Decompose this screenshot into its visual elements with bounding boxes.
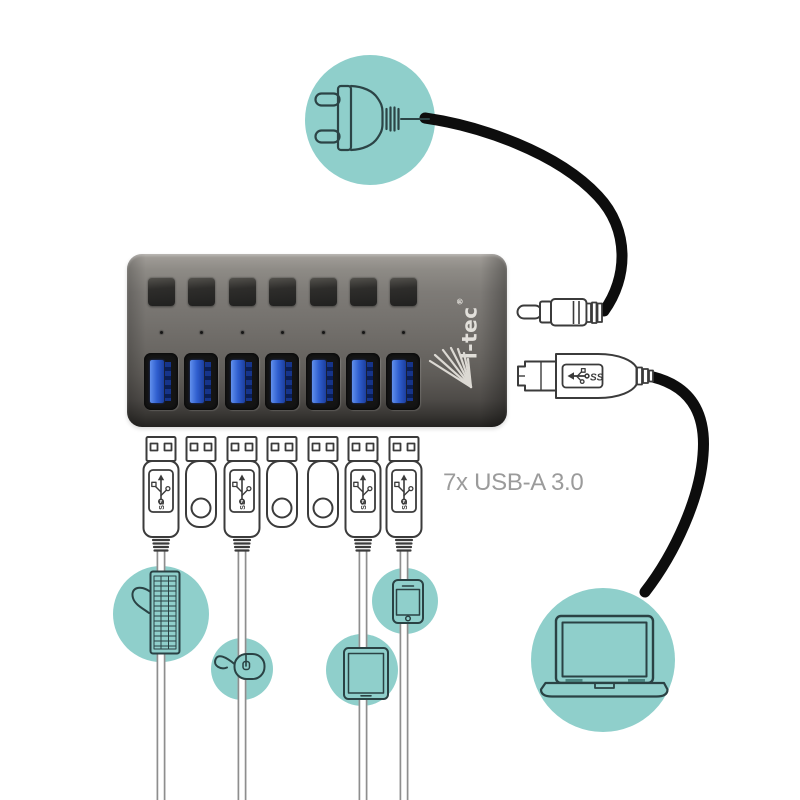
tablet-icon [343,647,389,700]
hub-port-column-3 [225,254,259,427]
laptop-usb-cable [639,371,709,598]
hub-port-column-7 [386,254,420,427]
usb-a-port-7 [386,353,420,410]
usb-port-tongue [271,360,285,403]
usb-port-tongue [150,360,164,403]
usb-a-plug-4 [385,435,423,552]
superspeed-usb-icon: SS [567,367,604,385]
hub-port-column-2 [184,254,218,427]
usb-port-tongue [312,360,326,403]
power-button-5 [309,277,337,306]
power-cable [419,112,628,317]
flash-drive-1 [185,436,217,528]
usb-port-pins [286,362,292,401]
usb-a-port-4 [265,353,299,410]
usb-port-pins [407,362,413,401]
dc-power-connector [516,298,603,327]
flash-drive-2 [266,436,298,528]
power-button-7 [389,277,417,306]
led-indicator-4 [280,331,284,334]
mouse-icon [214,653,266,680]
led-indicator-5 [321,331,325,334]
led-indicator-2 [199,331,203,334]
ports-count-label: 7x USB-A 3.0 [443,469,584,496]
power-button-3 [228,277,256,306]
usb-a-port-2 [184,353,218,410]
keyboard-icon [131,570,181,655]
usb-port-pins [327,362,333,401]
usb-a-plug-1 [142,435,180,552]
registered-mark: ® [455,296,465,306]
usb-port-pins [367,362,373,401]
usb-a-plug-2 [223,435,261,552]
power-button-1 [147,277,175,306]
led-indicator-7 [401,331,405,334]
usb-a-port-3 [225,353,259,410]
hub-port-column-4 [265,254,299,427]
usb-a-port-5 [306,353,340,410]
hub-port-column-5 [306,254,340,427]
power-plug-icon [314,84,430,152]
usb-port-pins [165,362,171,401]
usb-b-connector: SS [517,353,654,399]
usb-port-pins [205,362,211,401]
led-indicator-3 [240,331,244,334]
usb-hub: i-tec® [127,254,507,427]
brand-wing-icon [428,346,473,389]
power-button-6 [349,277,377,306]
led-indicator-6 [361,331,365,334]
usb-port-tongue [190,360,204,403]
usb-a-port-6 [346,353,380,410]
usb-a-port-1 [144,353,178,410]
power-button-4 [268,277,296,306]
laptop-icon [539,614,669,698]
usb-port-tongue [392,360,406,403]
usb-port-pins [246,362,252,401]
led-indicator-1 [159,331,163,334]
usb-a-plug-3 [344,435,382,552]
hub-port-column-1 [144,254,178,427]
usb-port-tongue [352,360,366,403]
svg-text:SS: SS [590,373,604,384]
smartphone-icon [392,579,424,624]
flash-drive-3 [307,436,339,528]
usb-port-tongue [231,360,245,403]
hub-port-column-6 [346,254,380,427]
power-button-2 [187,277,215,306]
